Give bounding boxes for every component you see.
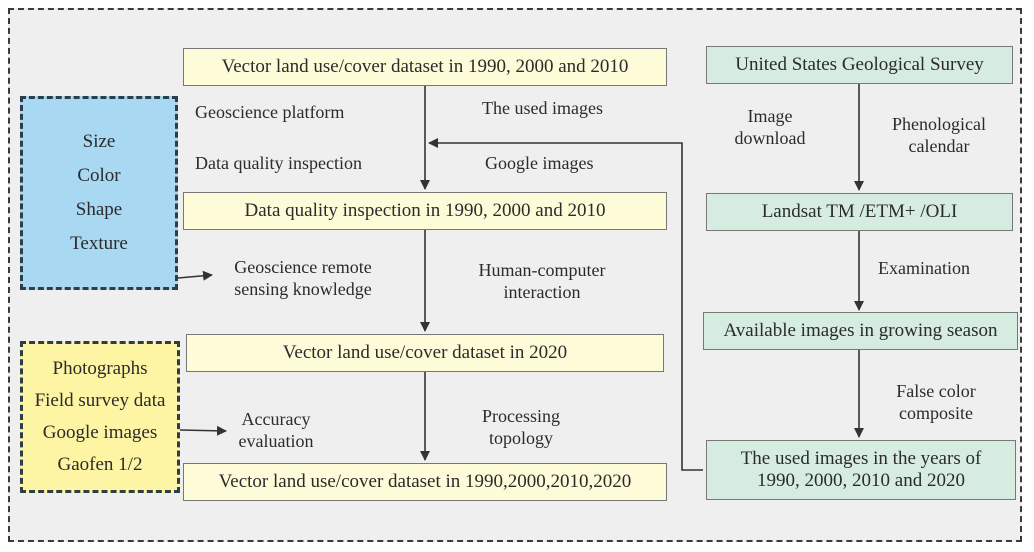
box-available-images: Available images in growing season xyxy=(703,312,1018,350)
source-gaofen: Gaofen 1/2 xyxy=(57,454,143,475)
phenological-line-2: calendar xyxy=(908,136,970,156)
accuracy-line-1: Accuracy xyxy=(241,409,311,429)
feature-texture: Texture xyxy=(70,233,128,254)
label-examination: Examination xyxy=(878,258,970,278)
arrow-used-images-feedback xyxy=(428,138,703,471)
geo-knowledge-line-1: Geoscience remote xyxy=(234,257,372,277)
box-vector-dataset-2020: Vector land use/cover dataset in 2020 xyxy=(186,334,664,372)
feature-shape: Shape xyxy=(75,199,123,220)
source-photographs: Photographs xyxy=(52,358,148,379)
box-used-images-years: The used images in the years of 1990, 20… xyxy=(706,440,1016,500)
label-phenological-calendar: Phenological calendar xyxy=(874,113,1004,157)
phenological-line-1: Phenological xyxy=(892,114,986,134)
arrow-yellow-to-accuracy xyxy=(179,425,227,436)
label-human-computer-interaction: Human-computer interaction xyxy=(462,259,622,303)
hci-line-2: interaction xyxy=(503,282,581,302)
label-used-images: The used images xyxy=(482,98,603,118)
box-vector-dataset-final: Vector land use/cover dataset in 1990,20… xyxy=(183,463,667,501)
label-google-images: Google images xyxy=(485,153,594,173)
box-vector-dataset-1990-2010: Vector land use/cover dataset in 1990, 2… xyxy=(183,48,667,86)
arrow-blue-to-knowledge xyxy=(177,270,213,281)
false-color-line-2: composite xyxy=(899,403,973,423)
box-image-features: Size Color Shape Texture xyxy=(20,96,178,290)
label-geoscience-platform: Geoscience platform xyxy=(195,102,345,122)
processing-line-1: Processing xyxy=(482,406,560,426)
box-usgs: United States Geological Survey xyxy=(706,46,1013,84)
image-download-line-1: Image xyxy=(747,106,793,126)
used-images-line-1: The used images in the years of xyxy=(740,448,982,469)
label-data-quality-inspection: Data quality inspection xyxy=(195,153,362,173)
processing-line-2: topology xyxy=(488,428,553,448)
box-validation-sources: Photographs Field survey data Google ima… xyxy=(20,341,180,493)
source-google-images: Google images xyxy=(42,422,158,443)
label-processing-topology: Processing topology xyxy=(466,405,576,449)
image-download-line-2: download xyxy=(734,128,806,148)
feature-color: Color xyxy=(77,165,121,186)
geo-knowledge-line-2: sensing knowledge xyxy=(234,279,372,299)
source-field-survey: Field survey data xyxy=(34,390,166,411)
label-accuracy-evaluation: Accuracy evaluation xyxy=(226,408,326,452)
label-false-color-composite: False color composite xyxy=(876,380,996,424)
feature-size: Size xyxy=(82,131,116,152)
label-geoscience-knowledge: Geoscience remote sensing knowledge xyxy=(218,256,388,300)
used-images-line-2: 1990, 2000, 2010 and 2020 xyxy=(757,470,965,491)
box-landsat: Landsat TM /ETM+ /OLI xyxy=(706,193,1013,231)
label-image-download: Image download xyxy=(720,105,820,149)
false-color-line-1: False color xyxy=(896,381,976,401)
box-data-quality-inspection: Data quality inspection in 1990, 2000 an… xyxy=(183,192,667,230)
accuracy-line-2: evaluation xyxy=(238,431,314,451)
hci-line-1: Human-computer xyxy=(478,260,606,280)
